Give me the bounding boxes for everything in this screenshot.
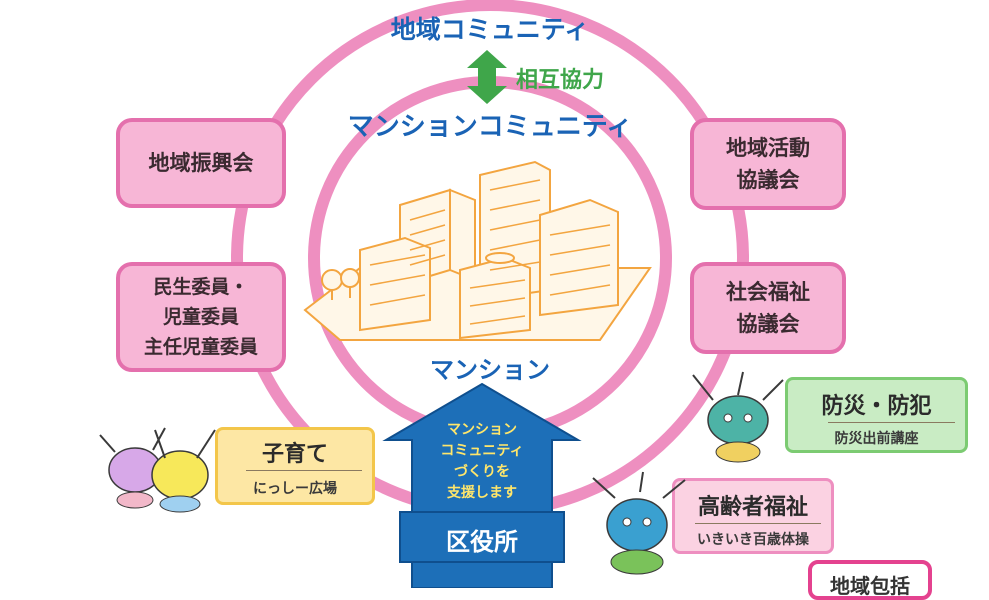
card-subtitle: にっしー広場 — [253, 481, 337, 497]
box-shakai-fukushi: 社会福祉 協議会 — [690, 262, 846, 354]
card-koreisha: 高齢者福祉 いきいき百歳体操 — [672, 478, 834, 554]
support-text: マンション コミュニティ づくりを 支援します — [412, 420, 552, 504]
box-line: 協議会 — [736, 312, 800, 336]
ward-office-arrow — [382, 382, 582, 588]
box-chiiki-shinkokai: 地域振興会 — [116, 118, 286, 208]
card-divider — [695, 523, 821, 524]
ward-office-label: 区役所 — [446, 528, 518, 556]
box-line: 協議会 — [736, 168, 800, 192]
mutual-cooperation-label: 相互協力 — [516, 68, 605, 93]
card-kosodate: 子育て にっしー広場 — [215, 427, 375, 505]
card-title: 防災・防犯 — [821, 394, 932, 419]
partial-box: 地域包括 — [808, 560, 932, 600]
double-arrow-icon — [467, 50, 507, 104]
box-line: 民生委員・ — [153, 276, 249, 298]
support-line: づくりを — [454, 464, 510, 480]
card-subtitle: 防災出前講座 — [834, 431, 919, 447]
box-line: 地域振興会 — [148, 151, 254, 175]
card-subtitle: いきいき百歳体操 — [697, 532, 809, 548]
box-line: 社会福祉 — [726, 280, 810, 304]
community-title: 地域コミュニティ — [390, 15, 590, 44]
box-chiiki-katsudo: 地域活動 協議会 — [690, 118, 846, 210]
buildings-illustration — [303, 160, 652, 341]
box-minsei-iin: 民生委員・ 児童委員 主任児童委員 — [116, 262, 286, 372]
support-line: コミュニティ — [440, 443, 524, 459]
box-line: 主任児童委員 — [143, 336, 258, 358]
partial-label: 地域包括 — [830, 574, 910, 598]
card-divider — [246, 470, 362, 471]
mascot-kosodate — [99, 427, 216, 513]
mansion-community-title: マンションコミュニティ — [347, 112, 633, 142]
card-title: 子育て — [261, 442, 328, 467]
mascot-koreisha — [592, 471, 686, 575]
box-line: 地域活動 — [726, 136, 810, 160]
building-2 — [539, 198, 619, 317]
card-title: 高齢者福祉 — [697, 495, 808, 520]
card-divider — [828, 422, 955, 423]
card-bousai: 防災・防犯 防災出前講座 — [785, 377, 968, 453]
mascot-bousai — [692, 371, 784, 463]
mansion-label: マンション — [430, 356, 550, 384]
support-line: 支援します — [447, 485, 517, 501]
support-line: マンション — [447, 422, 517, 438]
building-3 — [459, 256, 531, 340]
box-line: 児童委員 — [162, 306, 239, 328]
